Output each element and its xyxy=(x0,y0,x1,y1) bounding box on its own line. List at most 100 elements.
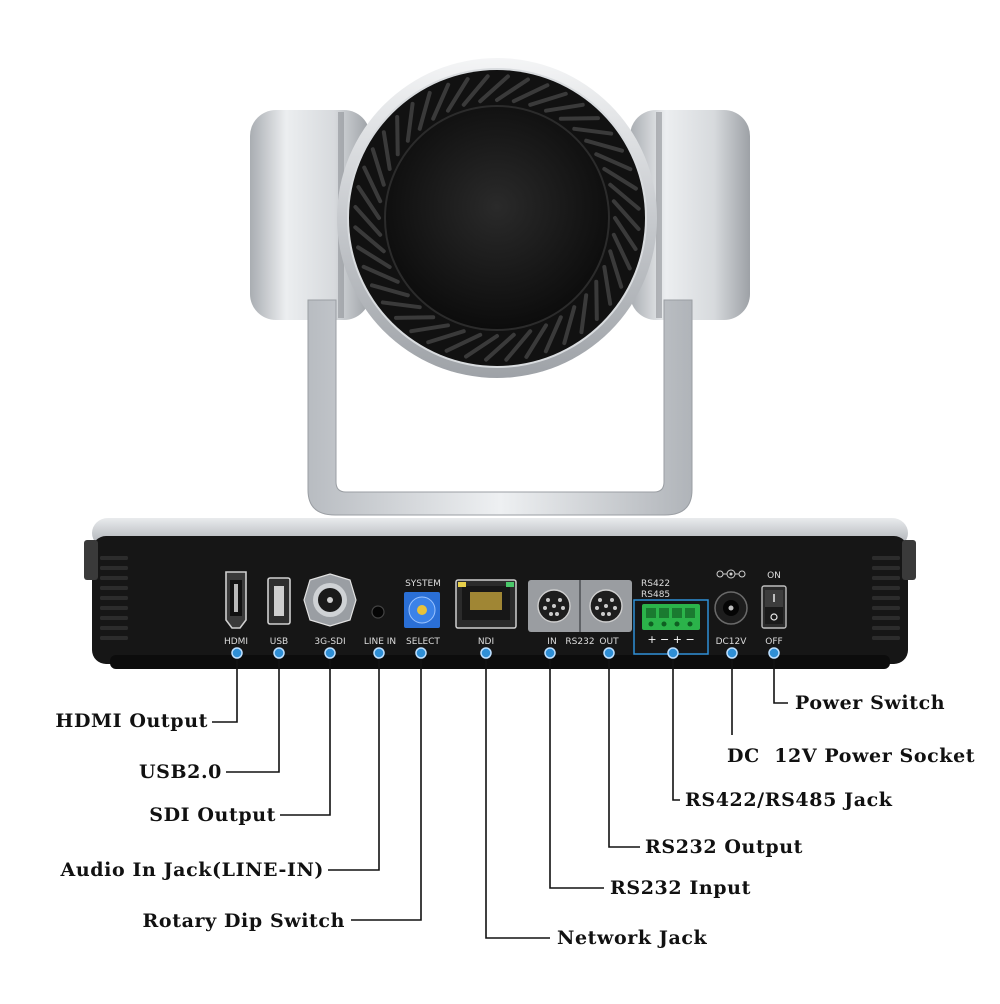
vent-slot xyxy=(478,74,510,104)
center-cap-rim xyxy=(384,105,610,331)
vent-slot xyxy=(464,334,499,359)
rj45-port-icon xyxy=(455,579,517,629)
vent-slot xyxy=(613,216,638,251)
right-pod-groove xyxy=(656,112,662,318)
vent-slot xyxy=(504,329,533,362)
right-grille xyxy=(872,556,900,640)
rotary-dip-switch-icon xyxy=(404,592,440,628)
vent-slot xyxy=(608,182,641,211)
vent-slot xyxy=(579,293,589,335)
vent-slot xyxy=(608,249,624,289)
leader-hdmi xyxy=(212,653,238,723)
bnc-connector-icon xyxy=(303,573,357,627)
grille-slot xyxy=(100,566,128,570)
grille-slot xyxy=(872,606,900,610)
terminal-block-icon xyxy=(642,604,700,630)
callout-audio-in: Audio In Jack(LINE-IN) xyxy=(60,859,324,881)
vent-slot xyxy=(395,115,400,157)
system-label: SYSTEM xyxy=(405,579,441,589)
port-labels: HDMI USB 3G-SDI LINE IN SYSTEM SELECT ND… xyxy=(224,571,783,647)
vent-slots xyxy=(353,74,641,362)
dot-network xyxy=(480,647,492,659)
vent-slot xyxy=(444,332,483,353)
vent-slot xyxy=(381,130,392,171)
line-in-label: LINE IN xyxy=(364,637,396,647)
usb-label: USB xyxy=(270,637,288,647)
vent-slot xyxy=(370,147,386,187)
vent-slot xyxy=(356,185,381,220)
vent-slot xyxy=(369,283,410,298)
leader-sdi xyxy=(280,653,331,816)
vent-slot xyxy=(572,126,614,136)
select-label: SELECT xyxy=(406,637,440,647)
base-bottom-lip xyxy=(110,655,890,669)
vent-slot xyxy=(594,152,633,172)
rocker-switch-icon xyxy=(761,585,787,629)
sdi-label: 3G-SDI xyxy=(314,637,345,647)
vent-slot xyxy=(511,83,550,104)
callout-power-switch: Power Switch xyxy=(795,692,946,714)
callout-rotary-dip: Rotary Dip Switch xyxy=(142,910,345,932)
vent-slot xyxy=(362,165,383,204)
mini-din-port-icon xyxy=(589,589,623,623)
dc12v-label: DC12V xyxy=(716,637,748,647)
grille-slot xyxy=(872,576,900,580)
vent-slot xyxy=(495,77,530,102)
vent-slot xyxy=(461,74,490,107)
vent-slot xyxy=(353,225,386,254)
vent-slot xyxy=(409,323,450,334)
usb-port-icon xyxy=(267,577,291,625)
grille-slot xyxy=(872,626,900,630)
vent-slot xyxy=(611,199,641,231)
connector-dots xyxy=(231,647,780,659)
vent-slot xyxy=(602,166,638,191)
callout-network-jack: Network Jack xyxy=(557,927,708,949)
leader-rotary xyxy=(351,653,422,921)
vent-slot xyxy=(426,329,466,345)
vent-slot xyxy=(353,205,383,237)
grille-slot xyxy=(100,606,128,610)
grille-slot xyxy=(872,636,900,640)
vent-slot xyxy=(558,116,600,121)
callout-rs422-jack: RS422/RS485 Jack xyxy=(685,789,893,811)
audio-jack-icon xyxy=(371,605,385,619)
leader-rs232-in xyxy=(549,653,604,889)
yoke-arm xyxy=(307,299,693,516)
grille-slot xyxy=(100,616,128,620)
grille-slot xyxy=(100,556,128,560)
leader-rs422 xyxy=(672,653,680,801)
vent-slot xyxy=(562,305,577,346)
dot-power xyxy=(768,647,780,659)
grille-slot xyxy=(872,556,900,560)
vent-slot xyxy=(484,332,516,362)
ndi-label: NDI xyxy=(478,637,494,647)
ports xyxy=(225,569,787,655)
leader-lines xyxy=(212,653,788,939)
vent-slot xyxy=(524,323,549,359)
dot-sdi xyxy=(324,647,336,659)
rs232-in-label: IN xyxy=(547,637,556,647)
callout-dc-socket: DC 12V Power Socket xyxy=(727,745,976,767)
dc-polarity-icon xyxy=(716,569,746,579)
mini-din-port-icon xyxy=(537,589,571,623)
grille-slot xyxy=(100,596,128,600)
dot-rotary xyxy=(415,647,427,659)
grille-slot xyxy=(100,586,128,590)
grille-slot xyxy=(872,616,900,620)
leader-network xyxy=(485,653,550,939)
vent-slot xyxy=(417,90,432,131)
vent-slot xyxy=(594,279,599,321)
grille-slot xyxy=(100,636,128,640)
dc-barrel-jack-icon xyxy=(714,591,748,625)
dot-rs232-in xyxy=(544,647,556,659)
callout-rs232-input: RS232 Input xyxy=(610,877,751,899)
off-label: OFF xyxy=(765,637,782,647)
dot-dc xyxy=(726,647,738,659)
rs232-out-label: OUT xyxy=(599,637,619,647)
dot-line-in xyxy=(373,647,385,659)
leader-rs232-out xyxy=(608,653,640,848)
right-side-clip xyxy=(902,540,916,580)
vent-slot xyxy=(611,232,632,271)
vent-slot xyxy=(380,300,422,310)
